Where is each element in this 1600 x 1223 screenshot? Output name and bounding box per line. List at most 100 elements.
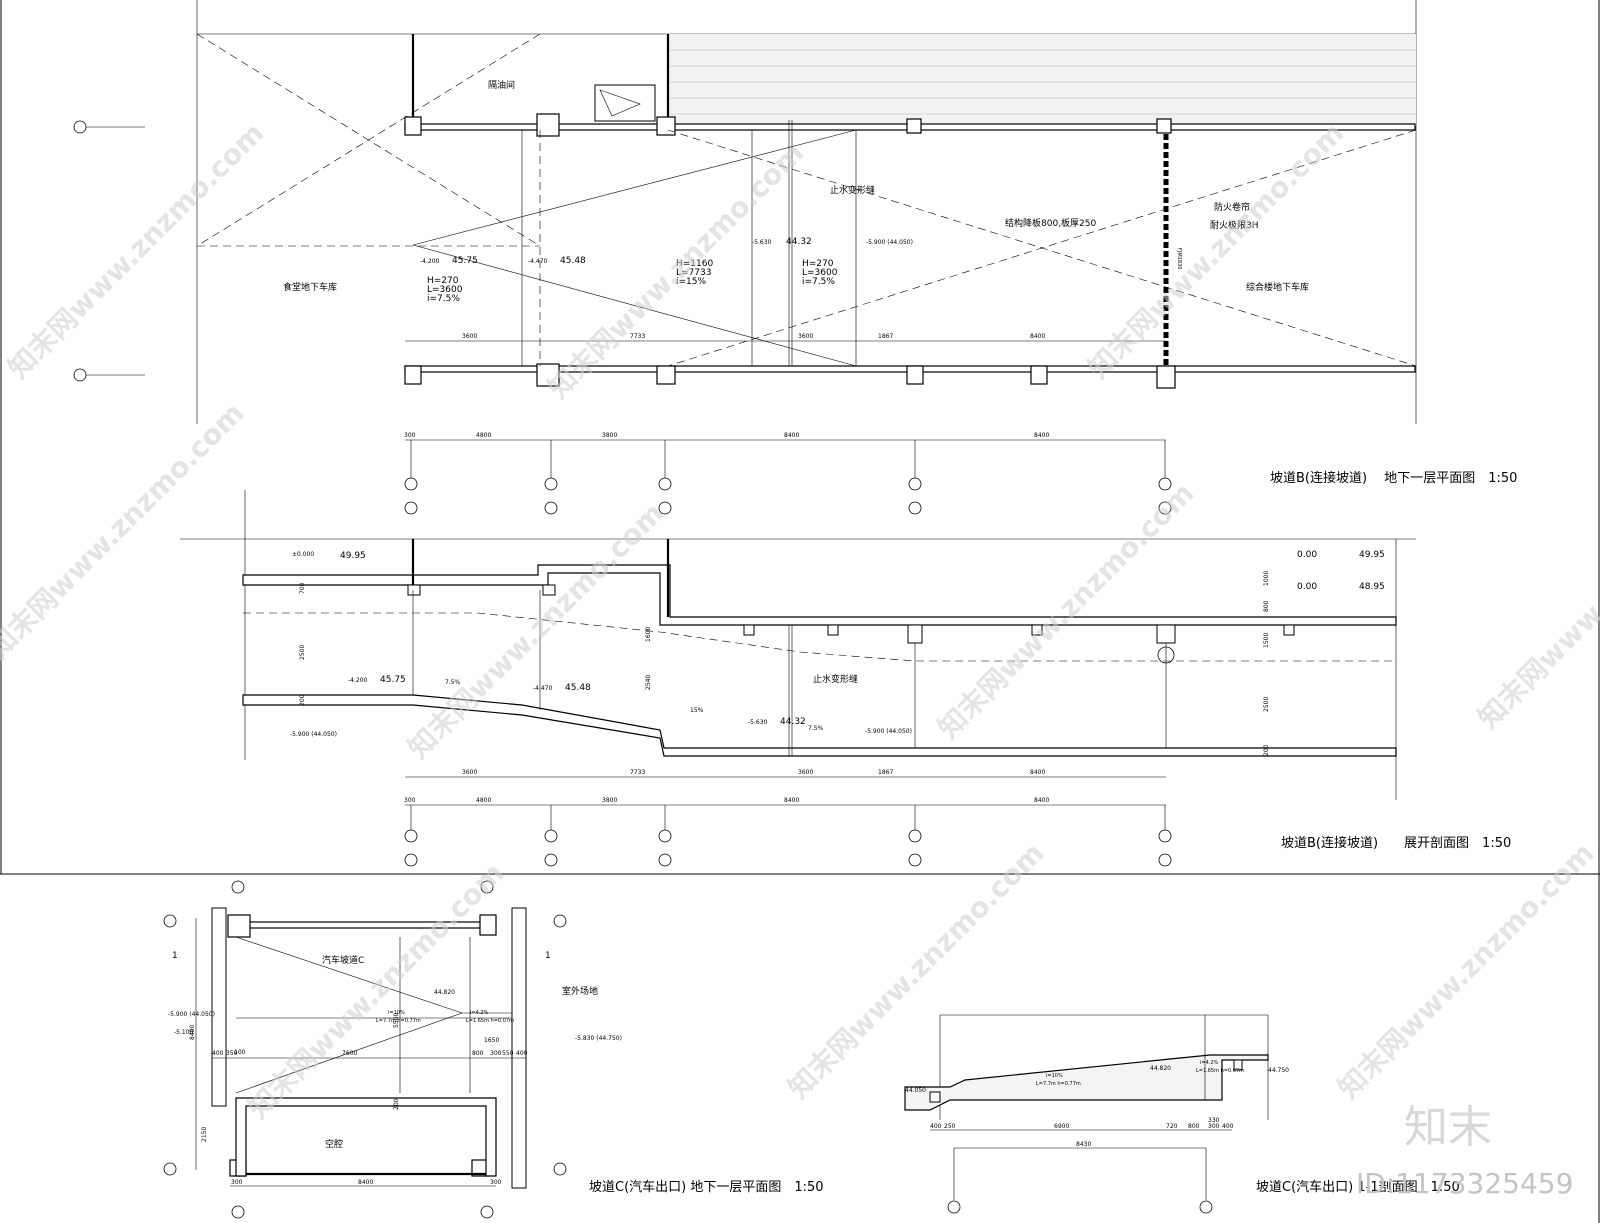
c-void-label: 空腔	[325, 1138, 343, 1150]
c-dh6: 400	[516, 1050, 528, 1057]
ramp-b-plan: 隔油间 食堂地下车库 综合楼地下车库 结构降板800,板厚250 止水变形缝 防…	[73, 0, 1517, 515]
level-1b: 45.75	[452, 256, 478, 266]
sec-zero: ±0.000	[292, 551, 314, 558]
c-dh10: 300	[490, 1179, 502, 1186]
sec-lev2: -4.470	[533, 685, 553, 692]
c-plan-title: 坡道C(汽车出口) 地下一层平面图 1:50	[589, 1179, 824, 1195]
c-dh9: 8400	[358, 1179, 373, 1186]
sec-slope1: 7.5%	[445, 679, 461, 686]
cs-slope-b2: L=1.65m h=0.07m	[1196, 1068, 1244, 1074]
b-dim-u2: 3600	[798, 333, 813, 340]
sec-v1: 2500	[299, 645, 306, 660]
ramp2-i: i=15%	[676, 277, 706, 287]
b-dim-u4: 8400	[1030, 333, 1045, 340]
sec-lev3b: 44.32	[780, 717, 806, 727]
b-dim-l1: 4800	[476, 432, 491, 439]
sec-dim-l4: 8400	[1034, 797, 1049, 804]
b-dim-u3: 1867	[878, 333, 893, 340]
sec-dim-l1: 4800	[476, 797, 491, 804]
fire-rating-label: 耐火极限3H	[1210, 219, 1259, 231]
sec-lev4: -5.900 (44.050)	[865, 728, 912, 735]
watermark-6: 知末网www.znzmo.com	[932, 476, 1201, 745]
sec-zero-b: 49.95	[340, 551, 366, 561]
c-dh7: 1650	[484, 1037, 499, 1044]
c-lev-a: -5.900 (44.050)	[168, 1011, 215, 1018]
level-4: -5.900 (44.050)	[866, 239, 913, 246]
c-dv1: 2150	[201, 1127, 208, 1142]
oil-room-label: 隔油间	[488, 79, 515, 91]
ramp-b-section: ±0.000 49.95 0.00 49.95 0.00 48.95 7.5% …	[180, 490, 1511, 867]
c-dh0: 400	[212, 1050, 224, 1057]
ramp1-i: i=7.5%	[427, 294, 460, 304]
ramp3-h: H=270	[802, 259, 834, 269]
level-2b: 45.48	[560, 256, 586, 266]
cs-lev-l: 44.050	[905, 1087, 926, 1094]
c-lev-c: -5.830 (44.750)	[575, 1035, 622, 1042]
sec-lev3: -5.630	[748, 719, 768, 726]
sec-v6: 800	[1263, 600, 1270, 612]
sec-waterstop: 止水变形缝	[813, 673, 858, 685]
level-1: -4.200	[420, 258, 440, 265]
sec-dim-u1: 7733	[630, 769, 645, 776]
c-dh4: 300	[490, 1050, 502, 1057]
level-3b: 44.32	[786, 237, 812, 247]
sec-dim-u0: 3600	[462, 769, 477, 776]
ramp1-l: L=3600	[427, 285, 463, 295]
sec-dim-l0: 300	[404, 797, 416, 804]
sec-slope3: 7.5%	[808, 725, 824, 732]
cs-d4: 800	[1188, 1123, 1200, 1130]
sec-dim-u3: 1867	[878, 769, 893, 776]
sec-right1: 0.00	[1297, 550, 1317, 560]
id-watermark: ID:1173325459	[1356, 1167, 1573, 1200]
cs-slope-a2: L=7.7m h=0.77m	[1036, 1081, 1081, 1087]
c-slope-a1: i=10%	[388, 1010, 405, 1016]
sec-dim-l2: 3800	[602, 797, 617, 804]
sec-v9: 200	[1263, 744, 1270, 756]
ramp2-h: H=1160	[676, 259, 713, 269]
c-dv0: 8400	[189, 1025, 196, 1040]
c-section-mark-r: 1	[545, 951, 551, 961]
sec-v8: 2500	[1263, 697, 1270, 712]
sec-v0: 700	[299, 582, 306, 594]
c-dh1: 350	[226, 1050, 238, 1057]
b-dim-l3: 8400	[784, 432, 799, 439]
watermark-10: 知末网www.znzmo.com	[1332, 836, 1600, 1105]
watermark-3: 知末网www.znzmo.com	[1082, 116, 1351, 385]
sec-right1b: 49.95	[1359, 550, 1385, 560]
brand-watermark: 知末	[1404, 1102, 1492, 1153]
sec-v5: 1000	[1263, 571, 1270, 586]
cs-slope-a1: i=10%	[1046, 1073, 1063, 1079]
right-garage-label: 综合楼地下车库	[1246, 281, 1309, 293]
cs-d5: 300	[1208, 1123, 1220, 1130]
cs-d3: 720	[1166, 1123, 1178, 1130]
cs-d1: 250	[944, 1123, 956, 1130]
ramp1-h: H=270	[427, 276, 459, 286]
c-dh5: 550	[502, 1050, 514, 1057]
c-lev-d: 44.820	[434, 989, 455, 996]
sec-lev2b: 45.48	[565, 683, 591, 693]
c-dv3: 200	[393, 1098, 400, 1110]
b-dim-l4: 8400	[1034, 432, 1049, 439]
cs-slope-b1: i=4.2%	[1200, 1060, 1219, 1066]
slab-note: 结构降板800,板厚250	[1005, 217, 1096, 229]
sec-right2b: 48.95	[1359, 582, 1385, 592]
left-garage-label: 食堂地下车库	[283, 281, 337, 293]
cs-lev-m: 44.820	[1150, 1065, 1171, 1072]
b-dim-u1: 7733	[630, 333, 645, 340]
sec-dim-u4: 8400	[1030, 769, 1045, 776]
b-dim-l2: 3800	[602, 432, 617, 439]
c-dh2: 7600	[342, 1050, 357, 1057]
sec-v7: 1500	[1263, 633, 1270, 648]
sec-lev1b: 45.75	[380, 675, 406, 685]
ramp2-l: L=7733	[676, 268, 711, 278]
waterstop-label: 止水变形缝	[830, 184, 875, 196]
b-plan-title: 坡道B(连接坡道) 地下一层平面图 1:50	[1270, 470, 1517, 486]
c-section-mark-l: 1	[172, 951, 178, 961]
sec-dim-l3: 8400	[784, 797, 799, 804]
sec-dim-u2: 3600	[798, 769, 813, 776]
sec-v4: 2540	[645, 675, 652, 690]
sec-v3: 1600	[645, 627, 652, 642]
cs-d0: 400	[930, 1123, 942, 1130]
watermarks: 知末网www.znzmo.com 知末网www.znzmo.com 知末网www…	[0, 116, 1600, 1200]
